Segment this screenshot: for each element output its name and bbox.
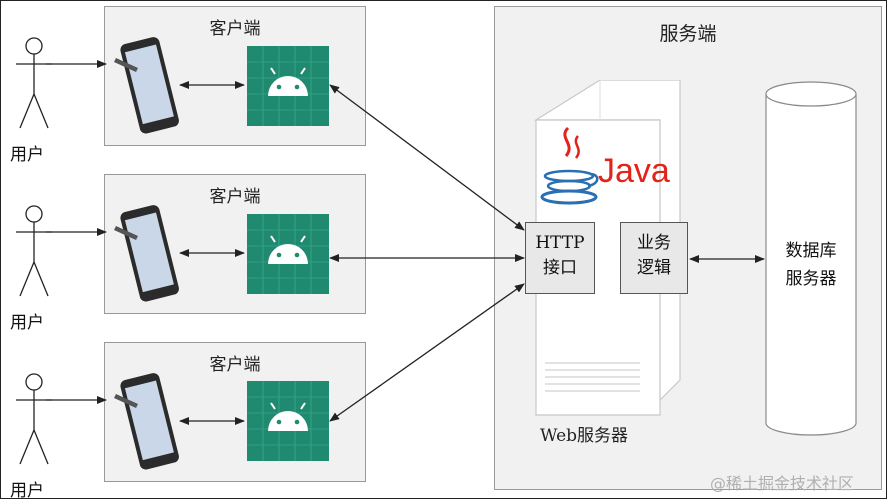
tablet-icon-2 — [114, 205, 179, 302]
java-logo-icon: Java — [540, 126, 670, 205]
android-app-icon-2 — [247, 214, 329, 294]
user-label-2: 用户 — [10, 313, 44, 333]
user-label-1: 用户 — [10, 145, 44, 165]
user-icon-3 — [16, 373, 52, 465]
http-interface-box: HTTP 接口 — [525, 222, 595, 294]
db-label-line1: 数据库 — [785, 241, 837, 261]
client-title-2: 客户端 — [209, 187, 261, 207]
app-http-arrow-1 — [329, 84, 525, 231]
tablet-icon-1 — [114, 37, 179, 134]
user-label-3: 用户 — [10, 481, 44, 501]
http-label-line2: 接口 — [543, 258, 577, 278]
business-logic-box: 业务 逻辑 — [620, 222, 688, 294]
user-icon-1 — [16, 37, 52, 129]
server-title: 服务端 — [659, 23, 717, 45]
android-app-icon-1 — [247, 46, 329, 126]
tablet-icon-3 — [114, 373, 179, 470]
biz-label-line2: 逻辑 — [637, 258, 671, 278]
watermark: @稀土掘金技术社区 — [710, 474, 855, 493]
database-cylinder — [765, 81, 857, 436]
http-label-line1: HTTP — [535, 233, 585, 253]
client-title-1: 客户端 — [209, 19, 261, 39]
android-app-icon-3 — [247, 381, 329, 461]
web-server-label: Web服务器 — [540, 426, 629, 446]
biz-label-line1: 业务 — [637, 233, 671, 253]
java-logo-text: Java — [598, 152, 670, 190]
db-label-line2: 服务器 — [785, 269, 837, 289]
app-http-arrow-3 — [329, 283, 525, 422]
client-title-3: 客户端 — [209, 355, 261, 375]
database-label: 数据库 服务器 — [772, 237, 850, 293]
web-server-tower — [533, 80, 681, 416]
user-icon-2 — [16, 205, 52, 297]
